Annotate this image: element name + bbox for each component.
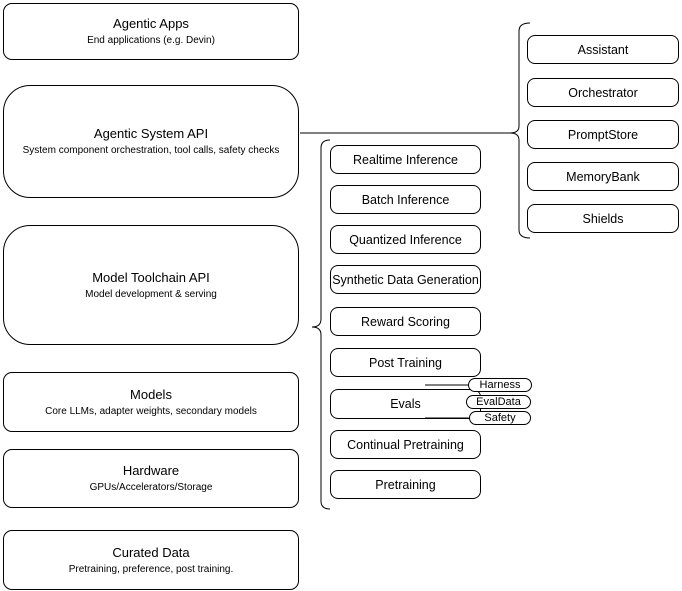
node-title: Curated Data	[112, 544, 190, 560]
node-subtitle: System component orchestration, tool cal…	[22, 145, 280, 156]
node-label: Realtime Inference	[353, 152, 458, 167]
node-subtitle: Pretraining, preference, post training.	[68, 563, 234, 575]
node-subtitle: Core LLMs, adapter weights, secondary mo…	[45, 405, 257, 417]
node-harness: Harness	[468, 378, 532, 392]
node-label: Continual Pretraining	[347, 437, 464, 452]
node-evals: Evals	[330, 389, 481, 419]
node-subtitle: GPUs/Accelerators/Storage	[89, 482, 213, 493]
node-synthetic-data-generation: Synthetic Data Generation	[330, 265, 481, 294]
node-realtime-inference: Realtime Inference	[330, 145, 481, 174]
node-model-toolchain-api: Model Toolchain API Model development & …	[3, 225, 299, 345]
node-hardware: Hardware GPUs/Accelerators/Storage	[3, 449, 299, 508]
node-label: MemoryBank	[566, 169, 640, 184]
node-title: Agentic Apps	[113, 16, 189, 31]
node-quantized-inference: Quantized Inference	[330, 225, 481, 254]
node-title: Hardware	[122, 463, 180, 478]
node-label: Shields	[582, 211, 624, 226]
node-label: Evals	[390, 397, 421, 411]
node-label: Reward Scoring	[361, 314, 450, 329]
node-subtitle: Model development & serving	[85, 288, 217, 300]
node-title: Model Toolchain API	[92, 269, 210, 285]
node-orchestrator: Orchestrator	[527, 78, 679, 107]
node-batch-inference: Batch Inference	[330, 185, 481, 214]
node-title: Agentic System API	[93, 126, 209, 141]
node-label: PromptStore	[567, 127, 639, 142]
node-eval-data: EvalData	[466, 395, 531, 409]
pill-label: EvalData	[476, 396, 521, 408]
node-continual-pretraining: Continual Pretraining	[330, 430, 481, 459]
node-label: Synthetic Data Generation	[332, 272, 479, 287]
node-safety: Safety	[469, 411, 531, 425]
node-models: Models Core LLMs, adapter weights, secon…	[3, 372, 299, 432]
node-label: Assistant	[577, 42, 629, 57]
node-label: Pretraining	[375, 477, 436, 492]
node-pretraining: Pretraining	[330, 470, 481, 499]
toolchain-brace	[311, 139, 331, 510]
node-label: Batch Inference	[361, 192, 450, 207]
node-assistant: Assistant	[527, 35, 679, 64]
node-label: Quantized Inference	[349, 232, 462, 247]
node-agentic-system-api: Agentic System API System component orch…	[3, 85, 299, 198]
node-curated-data: Curated Data Pretraining, preference, po…	[3, 530, 299, 590]
node-shields: Shields	[527, 204, 679, 233]
node-agentic-apps: Agentic Apps End applications (e.g. Devi…	[3, 3, 299, 60]
pill-label: Harness	[479, 379, 521, 391]
node-post-training: Post Training	[330, 348, 481, 377]
node-reward-scoring: Reward Scoring	[330, 307, 481, 336]
node-label: Post Training	[369, 355, 442, 370]
node-label: Orchestrator	[568, 85, 638, 100]
node-memory-bank: MemoryBank	[527, 162, 679, 191]
node-prompt-store: PromptStore	[527, 120, 679, 149]
node-title: Models	[130, 386, 172, 402]
node-subtitle: End applications (e.g. Devin)	[87, 35, 215, 46]
pill-label: Safety	[484, 412, 516, 424]
